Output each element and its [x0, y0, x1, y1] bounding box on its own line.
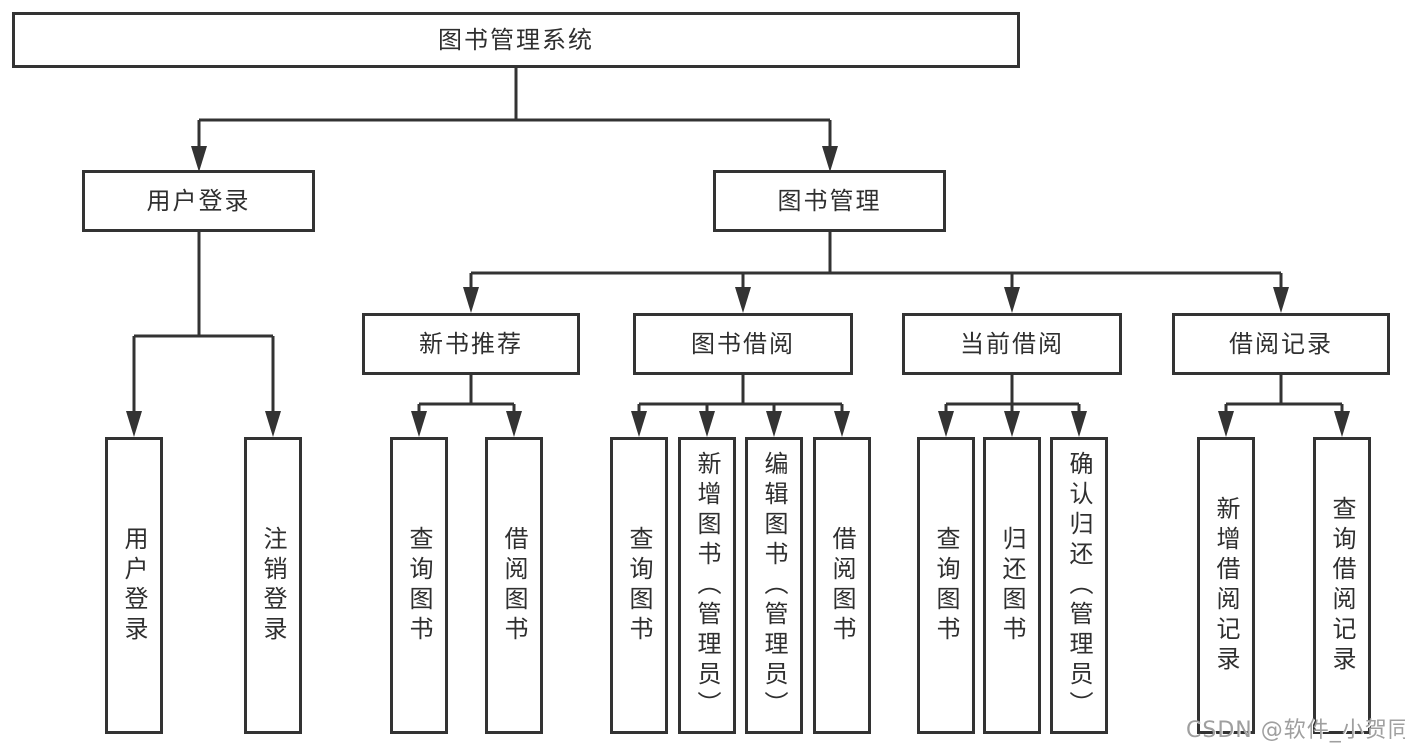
node-label: 借阅记录	[1229, 330, 1333, 358]
leaf-label: 确认归还（管理员）	[1065, 450, 1093, 721]
leaf-label: 查询图书	[932, 525, 960, 646]
node-label: 图书管理	[777, 187, 882, 215]
leaf-label: 新增借阅记录	[1212, 495, 1240, 676]
leaf-label: 用户登录	[120, 525, 148, 646]
node-label: 图书管理系统	[438, 26, 594, 54]
leaf-query-books-recommend: 查询图书	[390, 437, 448, 734]
leaf-borrow-books-recommend: 借阅图书	[485, 437, 543, 734]
leaf-edit-book-admin: 编辑图书（管理员）	[745, 437, 803, 734]
node-borrowing-records: 借阅记录	[1172, 313, 1390, 375]
leaf-label: 注销登录	[259, 525, 287, 646]
leaf-label: 借阅图书	[500, 525, 528, 646]
leaf-label: 归还图书	[998, 525, 1026, 646]
node-new-book-recommendation: 新书推荐	[362, 313, 580, 375]
leaf-return-books: 归还图书	[983, 437, 1041, 734]
leaf-add-book-admin: 新增图书（管理员）	[678, 437, 736, 734]
leaf-label: 查询借阅记录	[1328, 495, 1356, 676]
node-label: 用户登录	[146, 187, 251, 215]
node-user-login: 用户登录	[82, 170, 315, 232]
node-book-borrowing: 图书借阅	[633, 313, 853, 375]
leaf-label: 查询图书	[405, 525, 433, 646]
node-label: 新书推荐	[419, 330, 523, 358]
node-label: 图书借阅	[691, 330, 795, 358]
leaf-query-books-borrowing: 查询图书	[610, 437, 668, 734]
node-library-management-system: 图书管理系统	[12, 12, 1020, 68]
leaf-user-login: 用户登录	[105, 437, 163, 734]
leaf-logout: 注销登录	[244, 437, 302, 734]
leaf-label: 新增图书（管理员）	[693, 450, 721, 721]
leaf-query-borrow-record: 查询借阅记录	[1313, 437, 1371, 734]
leaf-query-books-current: 查询图书	[917, 437, 975, 734]
csdn-watermark: CSDN @软件_小贺同学	[1186, 718, 1405, 743]
node-book-management: 图书管理	[713, 170, 946, 232]
node-label: 当前借阅	[960, 330, 1064, 358]
leaf-confirm-return-admin: 确认归还（管理员）	[1050, 437, 1108, 734]
leaf-label: 查询图书	[625, 525, 653, 646]
leaf-add-borrow-record: 新增借阅记录	[1197, 437, 1255, 734]
leaf-borrow-books-borrowing: 借阅图书	[813, 437, 871, 734]
node-current-borrowing: 当前借阅	[902, 313, 1122, 375]
leaf-label: 借阅图书	[828, 525, 856, 646]
leaf-label: 编辑图书（管理员）	[760, 450, 788, 721]
